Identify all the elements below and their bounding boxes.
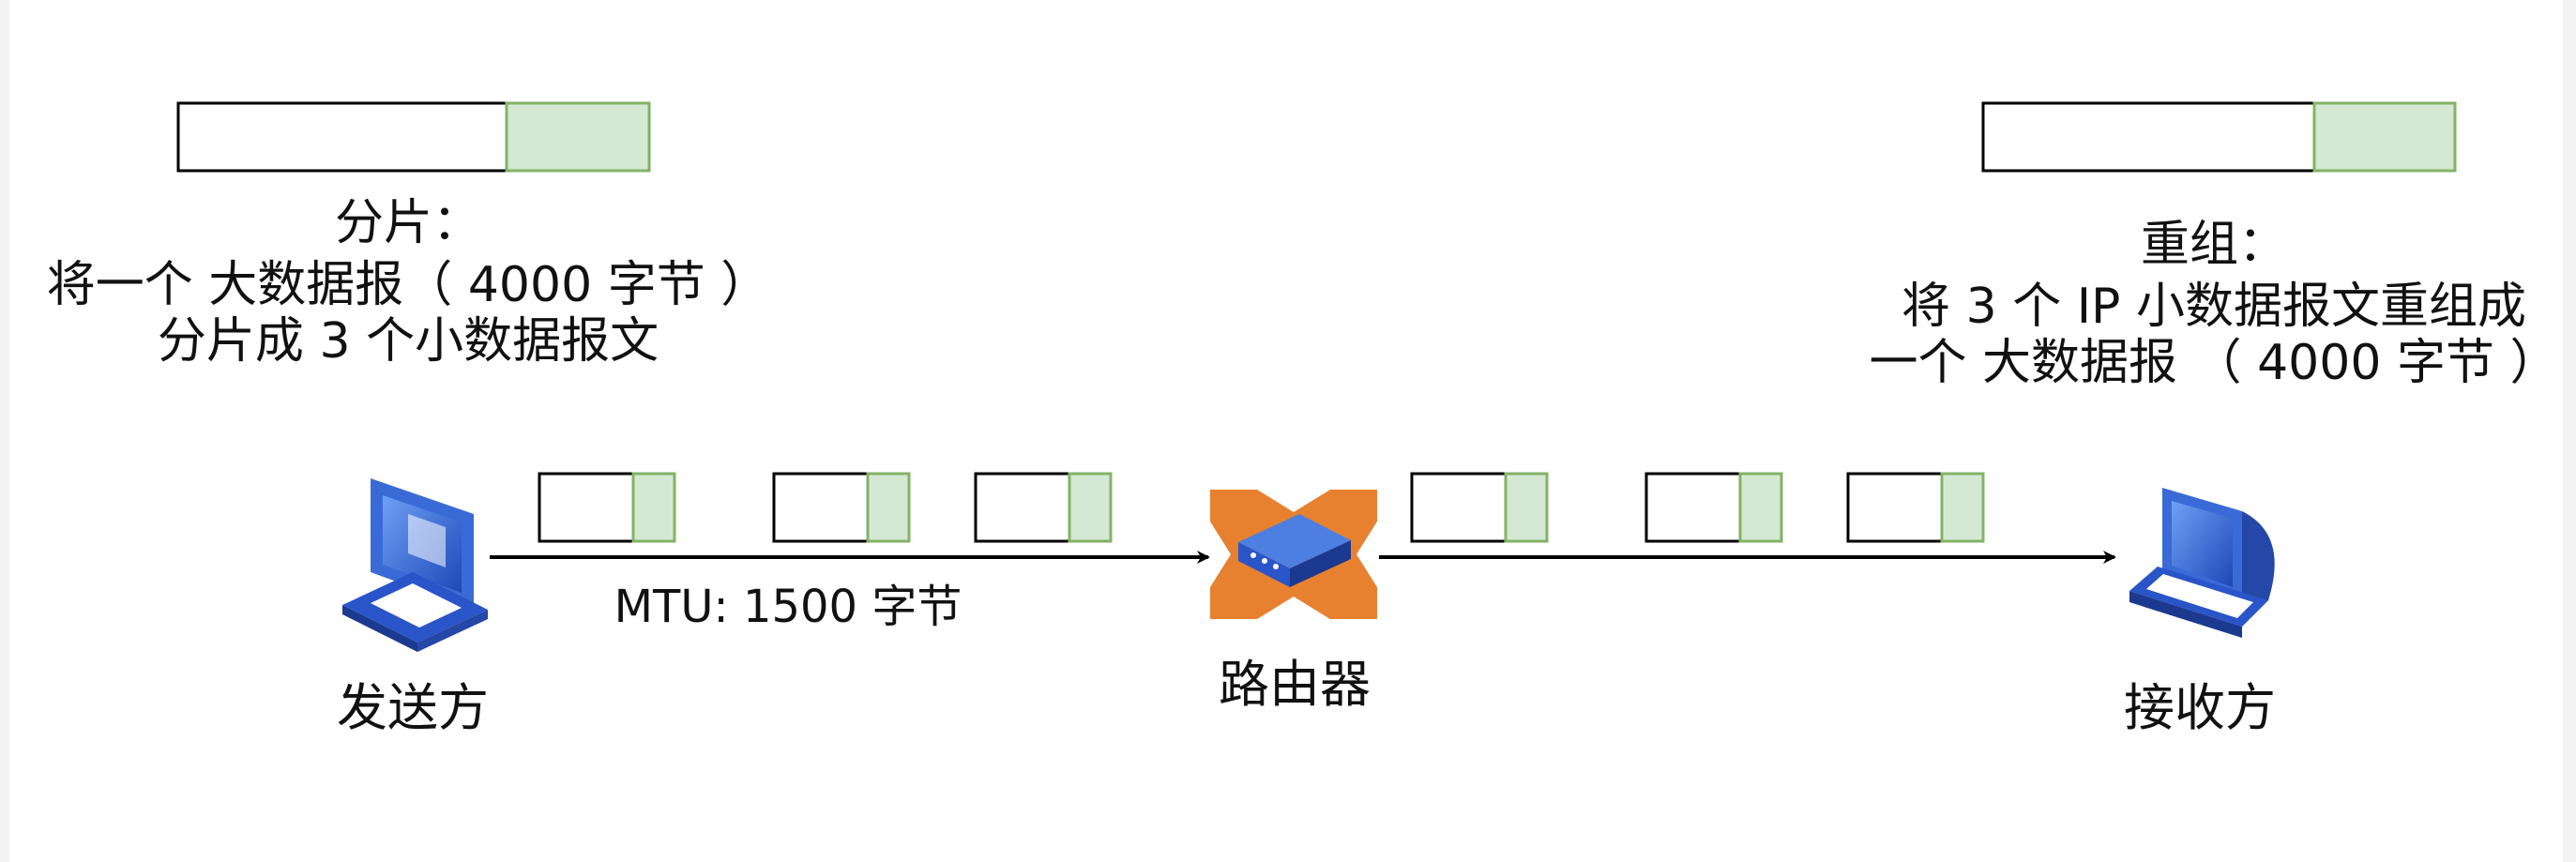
reassemble-line-1: 将 3 个 IP 小数据报文重组成 [1902, 279, 2526, 335]
reassemble-title: 重组： [2140, 217, 2287, 273]
fragment-line-2: 分片成 3 个小数据报文 [157, 313, 659, 370]
router-icon [1210, 490, 1377, 619]
fragment-packet [974, 472, 1113, 543]
mtu-label: MTU: 1500 字节 [614, 581, 962, 633]
laptop-icon [342, 478, 488, 652]
reassemble-line-2: 一个 大数据报 （ 4000 字节 ） [1869, 335, 2559, 391]
sender-label: 发送方 [337, 678, 489, 737]
fragment-packet [1410, 472, 1549, 543]
fragment-title: 分片： [334, 195, 481, 251]
left-margin [0, 0, 9, 862]
receiver-label: 接收方 [2124, 678, 2276, 737]
fragment-line-1: 将一个 大数据报（ 4000 字节 ） [46, 257, 770, 313]
datagram-header [505, 101, 651, 173]
datagram-body [1981, 101, 2316, 173]
large-datagram-left [176, 101, 651, 173]
router-label: 路由器 [1219, 655, 1371, 714]
fragment-packet [1644, 472, 1783, 543]
fragment-packet [538, 472, 676, 543]
fragment-description: 分片： 将一个 大数据报（ 4000 字节 ） 分片成 3 个小数据报文 [28, 192, 788, 372]
large-datagram-right [1981, 101, 2457, 173]
datagram-body [176, 101, 508, 173]
reassemble-description: 重组： 将 3 个 IP 小数据报文重组成 一个 大数据报 （ 4000 字节 … [1857, 214, 2570, 394]
datagram-header [2312, 101, 2457, 173]
desktop-computer-icon [2129, 488, 2275, 638]
right-margin [2563, 0, 2576, 862]
fragment-packet [772, 472, 911, 543]
fragment-packet [1846, 472, 1985, 543]
